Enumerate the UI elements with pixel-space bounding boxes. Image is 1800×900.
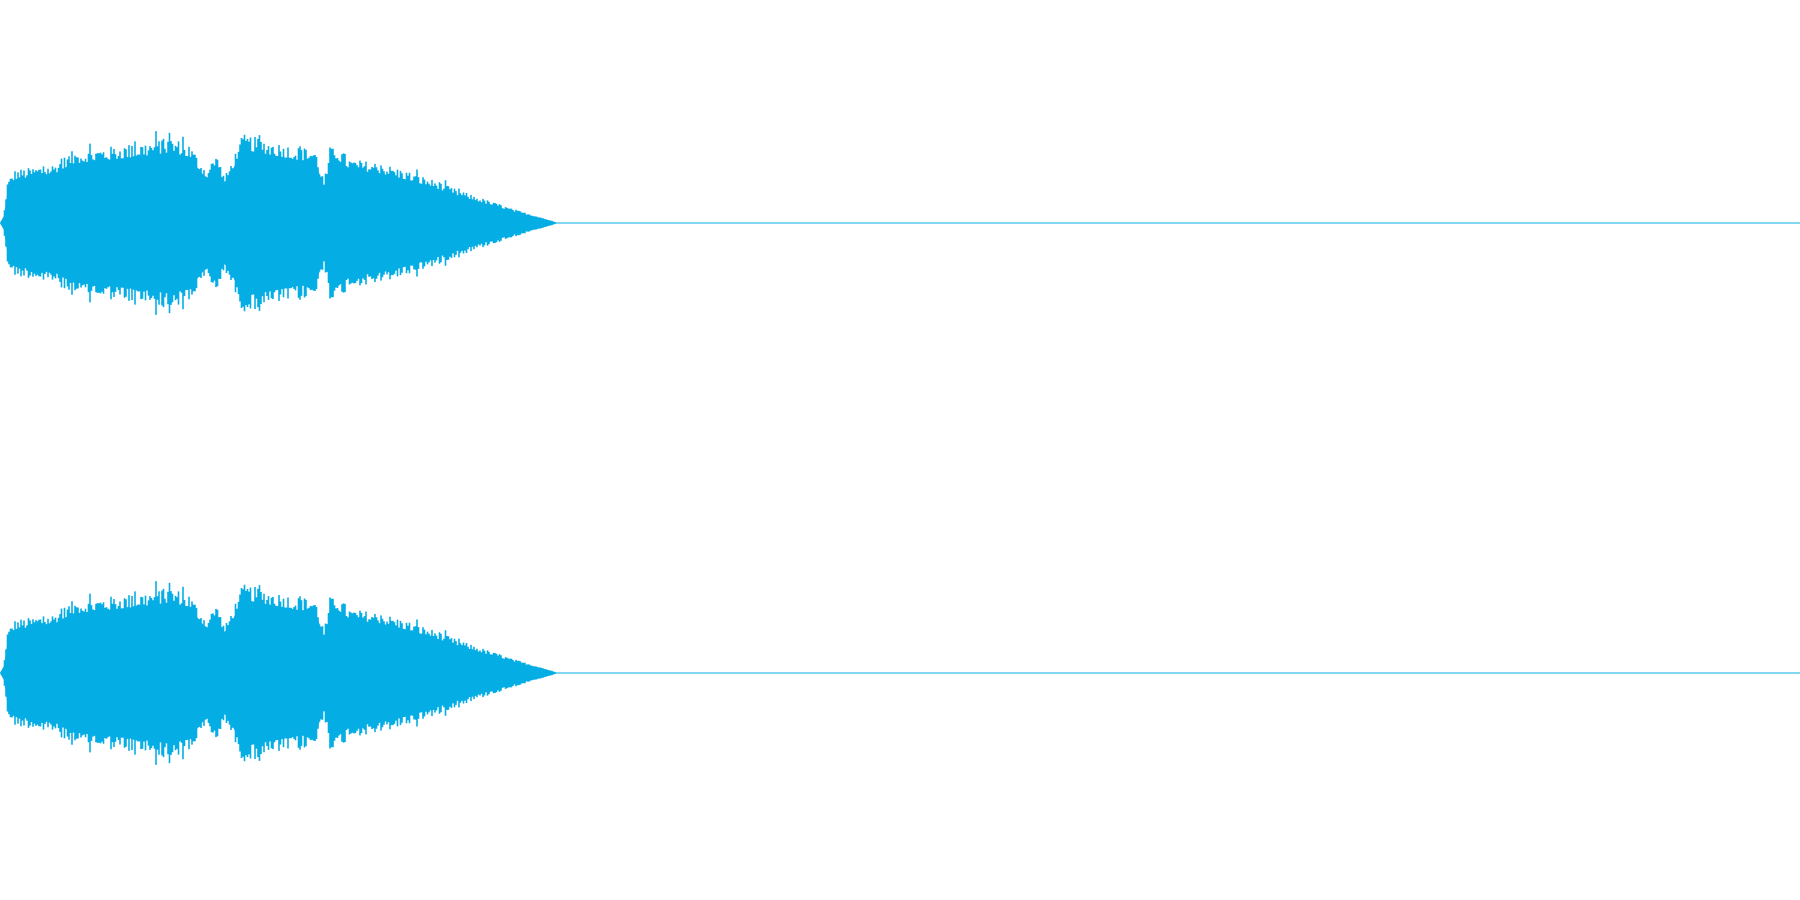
waveform-body bbox=[0, 149, 556, 297]
waveform-channel-left bbox=[0, 131, 1800, 315]
waveform-body bbox=[0, 599, 556, 747]
channels-layer bbox=[0, 131, 1800, 765]
waveform-channel-right bbox=[0, 581, 1800, 765]
